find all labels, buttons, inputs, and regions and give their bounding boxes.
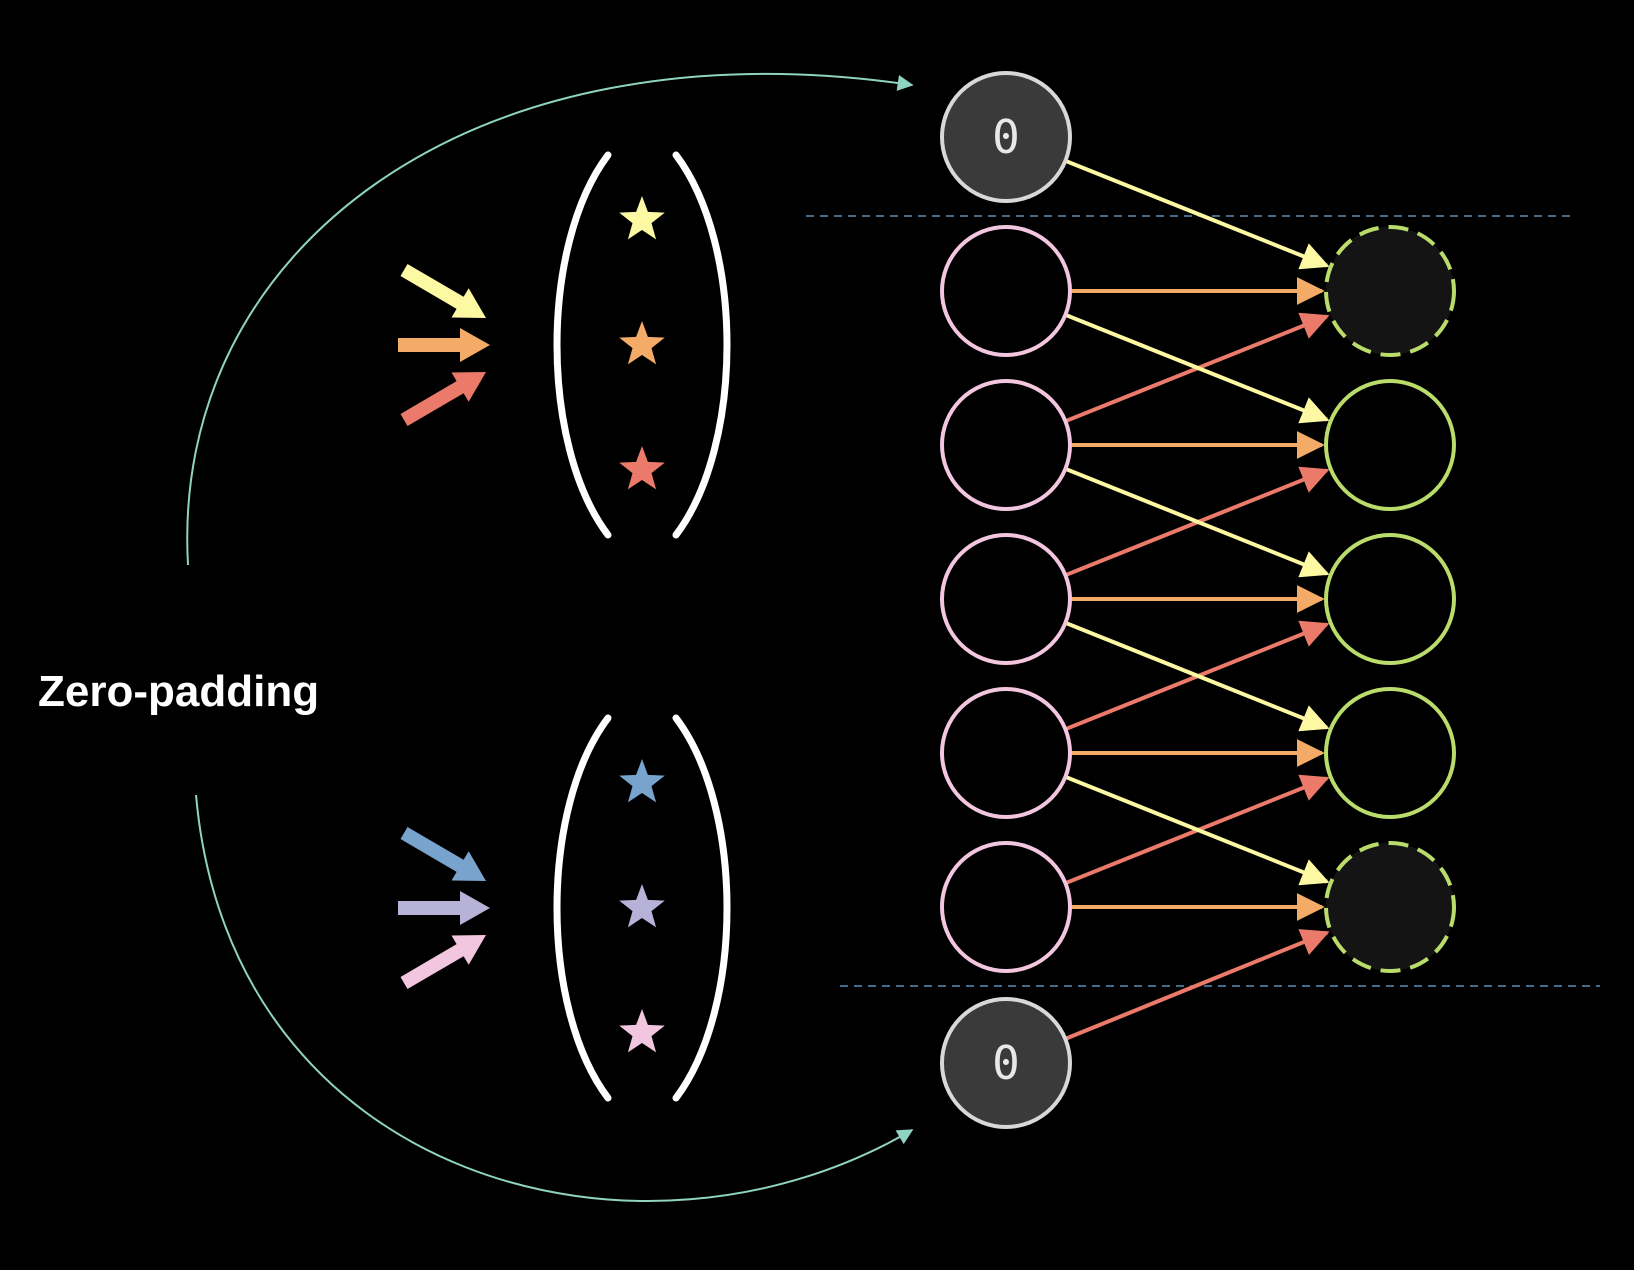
right-bracket <box>672 151 731 539</box>
padding-node-circle <box>940 997 1072 1129</box>
input-node <box>940 379 1072 511</box>
weight-arrow-icon <box>400 264 486 318</box>
bottom-curve-arrow <box>195 794 914 1202</box>
input-node <box>940 841 1072 973</box>
input-node-circle <box>940 687 1072 819</box>
weight-arrow-icon <box>398 328 490 362</box>
input-node <box>940 225 1072 357</box>
connection-edge <box>1064 929 1330 1041</box>
zero-padding-label: Zero-padding <box>38 667 319 716</box>
connection-edge <box>1064 466 1330 578</box>
connection-edge <box>1064 774 1330 886</box>
connection-edges <box>1064 158 1330 1041</box>
connection-edge <box>1064 620 1330 732</box>
output-node-boundary <box>1324 225 1456 357</box>
input-node-circle <box>940 533 1072 665</box>
padding-value: 0 <box>992 1036 1020 1090</box>
padding-node: 0 <box>940 71 1072 203</box>
output-node-boundary <box>1324 841 1456 973</box>
weight-arrow-icon <box>398 891 490 925</box>
input-node-circle <box>940 841 1072 973</box>
weight-arrow-icon <box>400 827 486 881</box>
kernel-group-2 <box>398 714 731 1102</box>
star-icon <box>619 884 665 928</box>
padding-value: 0 <box>992 110 1020 164</box>
star-icon <box>619 1009 665 1053</box>
star-icon <box>619 196 665 240</box>
connection-edge <box>1064 312 1330 424</box>
kernel-groups <box>398 151 731 1102</box>
top-curve-arrow <box>186 72 914 566</box>
right-bracket <box>672 714 731 1102</box>
output-node <box>1324 533 1456 665</box>
input-node <box>940 533 1072 665</box>
kernel-group-1 <box>398 151 731 539</box>
input-node-circle <box>940 225 1072 357</box>
star-icon <box>619 446 665 490</box>
star-icon <box>619 759 665 803</box>
input-node-circle <box>940 379 1072 511</box>
output-node <box>1324 687 1456 819</box>
output-node <box>1324 379 1456 511</box>
network-nodes: 00 <box>940 71 1456 1129</box>
left-bracket <box>553 714 612 1102</box>
weight-arrow-icon <box>400 935 486 989</box>
left-bracket <box>553 151 612 539</box>
input-node <box>940 687 1072 819</box>
star-icon <box>619 321 665 365</box>
weight-arrow-icon <box>400 372 486 426</box>
padding-node: 0 <box>940 997 1072 1129</box>
padding-node-circle <box>940 71 1072 203</box>
connection-edge <box>1064 158 1330 270</box>
